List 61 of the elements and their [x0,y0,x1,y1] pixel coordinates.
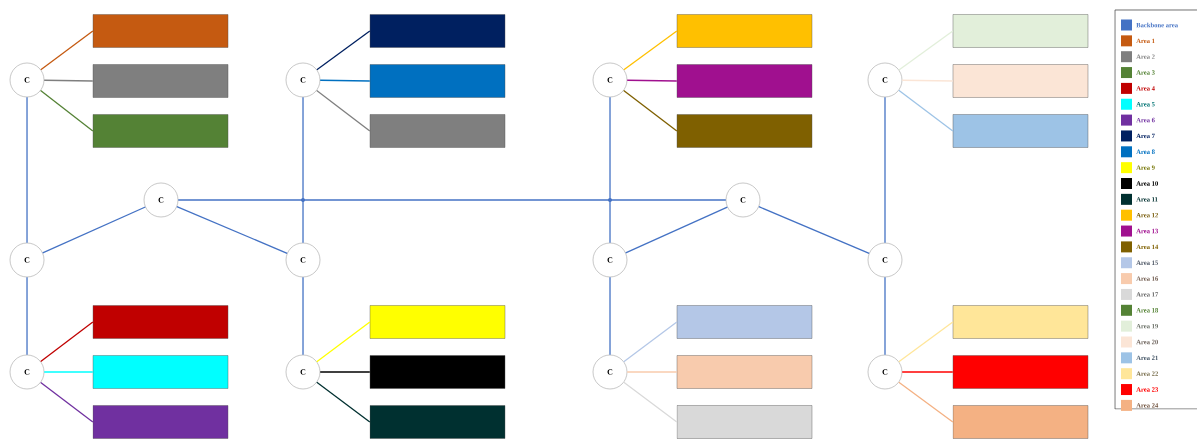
connector-line [898,381,954,423]
connector-line [316,381,371,423]
connector-line [39,89,94,132]
connector-line [623,321,678,363]
connector-line [302,276,304,356]
connector-line [758,206,870,254]
connector-line [623,89,678,132]
connector-line [316,30,371,71]
connector-line [26,96,28,244]
connector-line [176,206,288,254]
connector-line [316,321,371,363]
connector-line [901,371,954,373]
area-box [92,405,229,439]
area-box [676,64,813,98]
area-box [952,405,1089,439]
connector-line [177,199,727,201]
connector-line [40,321,94,363]
connector-line [625,206,728,254]
connector-line [901,79,954,82]
area-box [92,355,229,389]
area-box [676,114,813,148]
area-box [369,114,506,148]
area-box [92,114,229,148]
connector-line [40,381,94,423]
area-box [676,405,813,439]
connector-line [626,79,678,82]
connector-line [884,276,886,356]
connector-line [43,371,94,373]
connector-line [898,321,954,363]
connector-line [884,96,886,244]
area-box [676,305,813,339]
area-box [676,355,813,389]
area-box [952,64,1089,98]
area-box [676,14,813,48]
connector-line [43,79,94,82]
connector-line [42,206,146,254]
connector-line [623,381,678,423]
area-box [92,14,229,48]
area-box [952,355,1089,389]
connector-line [609,96,611,244]
area-box [952,114,1089,148]
area-box [369,14,506,48]
connector-line [623,30,678,71]
area-box [369,64,506,98]
connector-line [319,371,371,373]
area-box [92,64,229,98]
area-box [369,355,506,389]
connector-line [898,30,954,71]
connector-line [319,79,371,82]
area-box [952,14,1089,48]
connector-line [40,30,94,71]
area-box [369,405,506,439]
connector-line [626,371,678,373]
connector-line [302,96,304,244]
connector-line [609,276,611,356]
connector-line [26,276,28,356]
area-box [952,305,1089,339]
area-box [92,305,229,339]
area-box [369,305,506,339]
connector-line [898,89,954,132]
connector-line [316,89,371,132]
